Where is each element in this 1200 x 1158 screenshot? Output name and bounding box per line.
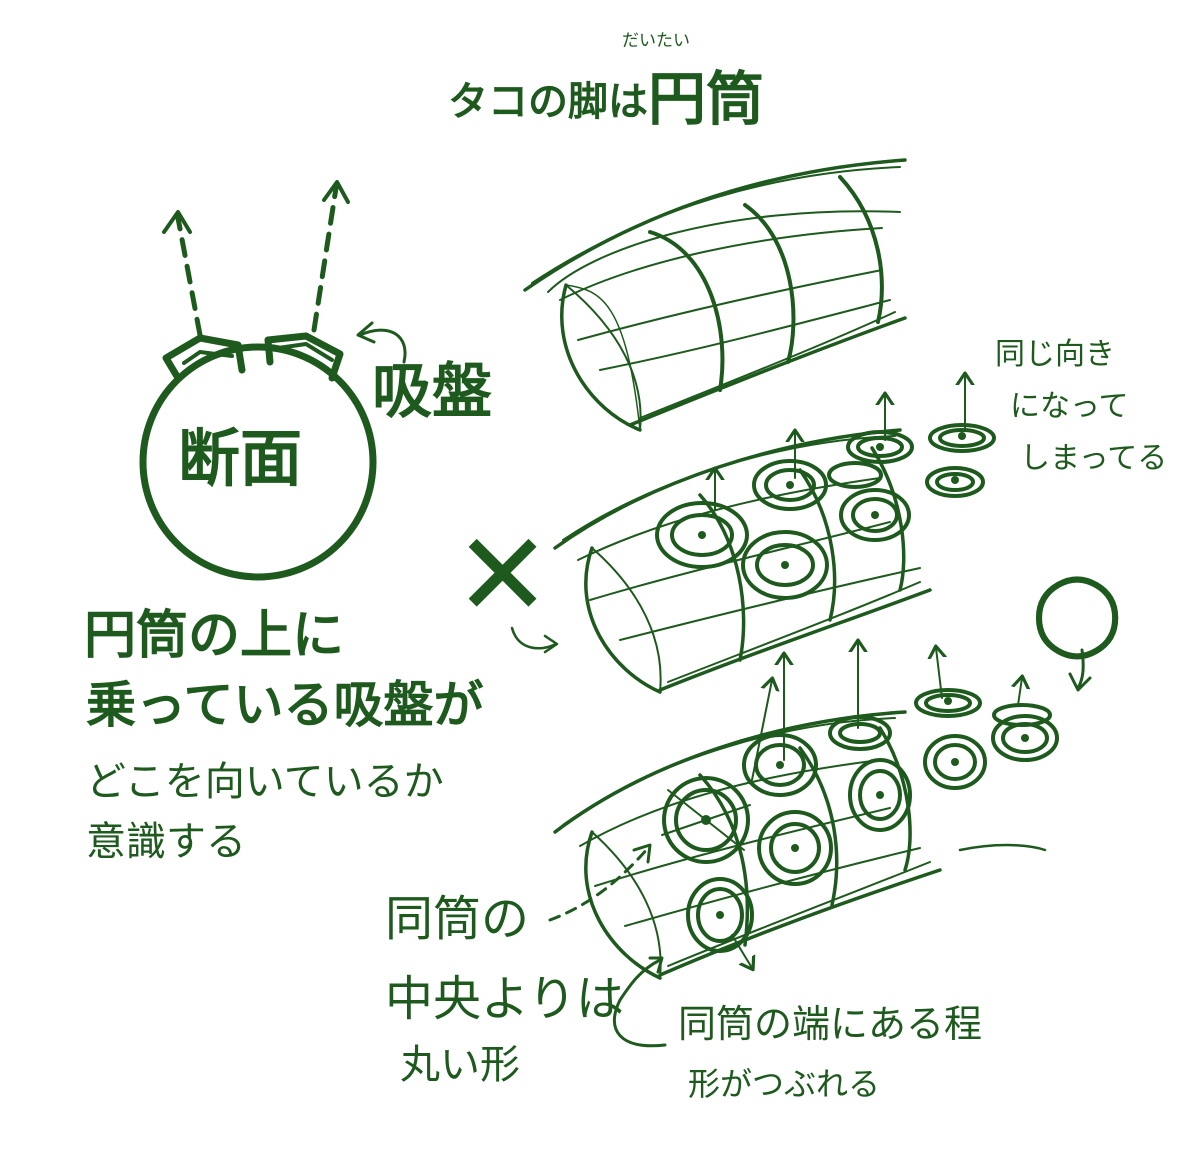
dashed-arrow-left <box>175 215 203 338</box>
title-lead: タコの脚は <box>448 79 648 125</box>
title-main: 円筒 <box>648 65 765 133</box>
left-note-line1: 円筒の上に <box>84 606 345 666</box>
edge-pointer-arrow <box>612 958 667 1048</box>
wrong-note-line3: しまってる <box>1020 441 1168 476</box>
dashed-arrow-right <box>311 185 339 333</box>
sucker-pointer-arrow <box>358 328 407 364</box>
center-pointer-arrow <box>548 846 650 922</box>
cylinder-plain <box>523 158 907 432</box>
left-note-line2: 乗っている吸盤が <box>86 676 484 734</box>
cross-section-diagram <box>139 180 407 581</box>
wrong-note-line1: 同じ向き <box>995 337 1115 372</box>
cylinder-wrong-example <box>553 375 996 694</box>
wrong-mark: ✕ <box>454 508 552 643</box>
center-note-line3: 丸い形 <box>400 1042 520 1088</box>
edge-note-line1: 同筒の端にある程 <box>678 1002 983 1046</box>
cross-section-label: 断面 <box>178 422 303 495</box>
left-note-line3: どこを向いているか <box>86 759 444 805</box>
sucker-right <box>264 332 344 382</box>
wrong-pointer-arrow <box>510 626 558 650</box>
cylinder-correct-example <box>553 642 1059 980</box>
right-mark: ○ <box>1030 547 1125 672</box>
title-ruby: だいたい <box>622 31 690 51</box>
sucker-label: 吸盤 <box>372 357 492 427</box>
center-note-line1: 同筒の <box>385 891 530 947</box>
edge-note-line2: 形がつぶれる <box>688 1065 881 1103</box>
wrong-note-line2: になって <box>1010 389 1129 424</box>
right-pointer-arrow <box>1076 648 1085 690</box>
sucker-left <box>162 334 246 382</box>
center-note-line2: 中央よりは <box>385 971 625 1027</box>
left-note-line4: 意識する <box>86 819 246 865</box>
cross-section-circle <box>139 343 377 581</box>
